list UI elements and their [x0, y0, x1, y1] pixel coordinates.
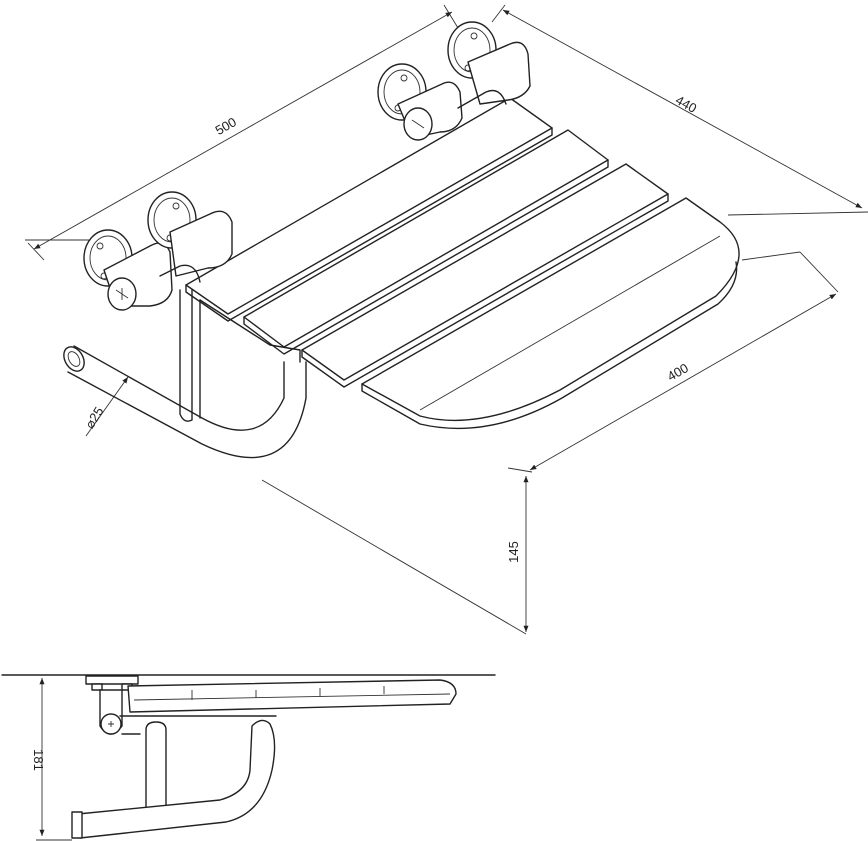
dimension-145: 145: [261, 476, 529, 635]
dim-label-500: 500: [213, 114, 239, 138]
dimension-181: 181: [31, 678, 72, 841]
dim-label-181: 181: [31, 749, 46, 771]
dim-label-440: 440: [673, 92, 699, 116]
support-frame: [63, 289, 307, 459]
dim-label-145: 145: [506, 541, 521, 563]
wall-bracket-front-right: [147, 191, 233, 283]
wall-bracket-rear-right: [447, 21, 531, 109]
dimension-500: 500: [25, 4, 459, 261]
dimension-diameter: ⌀25: [82, 376, 129, 437]
seat: [185, 97, 740, 430]
wall-bracket-rear-left: [377, 63, 463, 141]
dim-label-diameter: ⌀25: [82, 404, 107, 431]
isometric-view: 500 440 400 145 ⌀25: [25, 4, 868, 635]
dim-label-400: 400: [665, 360, 691, 384]
wall-bracket-front-left: [83, 229, 173, 311]
side-view: 181: [1, 674, 496, 841]
